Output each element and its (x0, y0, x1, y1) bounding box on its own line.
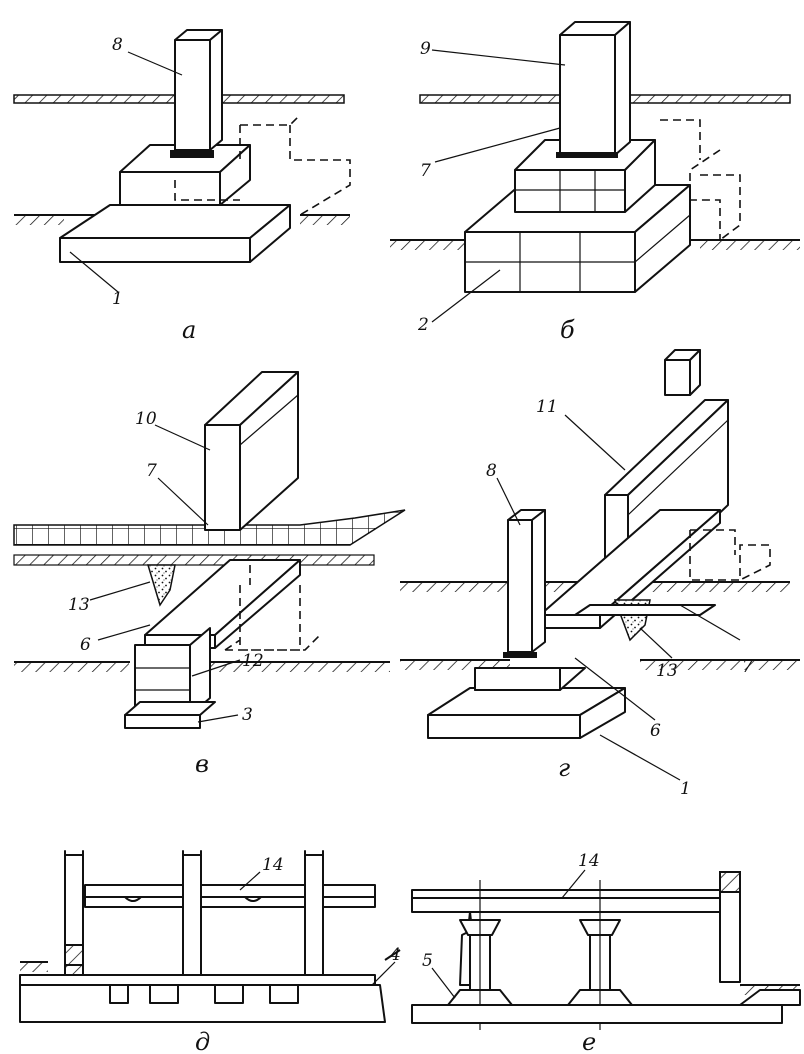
panel-a: 8 1 а (13, 29, 351, 344)
label-6: 6 (80, 635, 91, 655)
wall (719, 871, 800, 995)
panel-d: 14 4 д (19, 850, 401, 1054)
brick-pier (124, 627, 216, 729)
caption-e: е (582, 1028, 596, 1054)
label-4: 4 (389, 945, 401, 965)
mushroom-columns (447, 880, 633, 1030)
leader-lines (239, 871, 396, 986)
raft-foundation (19, 949, 401, 1023)
grade-beam (144, 559, 301, 649)
label-10: 10 (135, 409, 157, 429)
label-9: 9 (420, 39, 431, 59)
column (170, 29, 223, 158)
leader-lines (431, 49, 566, 323)
panel-g: 11 8 7 13 6 1 г (400, 349, 800, 799)
caption-d: д (195, 1028, 210, 1054)
label-2: 2 (417, 315, 429, 335)
footing-step (119, 144, 251, 206)
label-14: 14 (262, 855, 284, 875)
label-5: 5 (422, 951, 433, 971)
grade-beam (539, 509, 721, 629)
label-7: 7 (146, 461, 157, 481)
caption-b: б (560, 316, 575, 344)
raft-foundation (411, 989, 801, 1024)
footing-step (474, 667, 586, 691)
label-11: 11 (536, 397, 558, 417)
panel-v: 10 7 13 6 12 3 в (13, 371, 406, 778)
dashed-outline (174, 114, 351, 216)
dashed-outline (224, 565, 321, 651)
fill-wedge (146, 564, 176, 607)
back-post (664, 349, 701, 396)
label-8: 8 (112, 35, 123, 55)
brick-column (556, 21, 631, 158)
column (503, 509, 546, 658)
slab (411, 889, 723, 913)
label-14: 14 (578, 851, 600, 871)
label-13: 13 (68, 595, 90, 615)
caption-a: а (182, 316, 196, 344)
leader-lines (69, 51, 183, 293)
slab (84, 884, 376, 908)
leader-lines (89, 424, 241, 723)
label-8: 8 (486, 461, 497, 481)
label-6: 6 (650, 721, 661, 741)
footing-base (427, 687, 626, 739)
leader-lines (431, 869, 586, 999)
caption-v: в (195, 750, 209, 778)
ground-lines (14, 661, 390, 672)
footing-base (59, 204, 291, 263)
dashed-outline (574, 529, 771, 616)
label-1: 1 (112, 289, 123, 309)
wall (204, 371, 299, 531)
label-13: 13 (656, 661, 678, 681)
label-12: 12 (242, 651, 264, 671)
leader-lines (496, 414, 741, 781)
dashed-outline (660, 119, 741, 241)
panel-b: 9 7 2 б (390, 21, 800, 344)
label-1: 1 (680, 779, 691, 799)
label-3: 3 (242, 705, 253, 725)
label-7: 7 (420, 161, 431, 181)
label-7: 7 (742, 657, 753, 677)
columns (64, 850, 324, 981)
panel-e: 14 5 е (411, 851, 801, 1054)
caption-g: г (558, 754, 570, 782)
